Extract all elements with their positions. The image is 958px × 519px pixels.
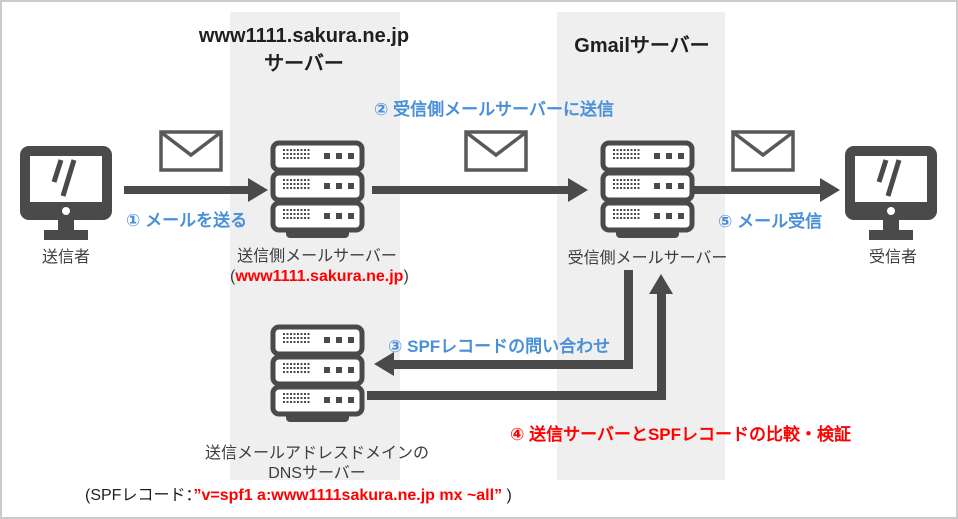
sending-server-label-line2: (www1111.sakura.ne.jp) (230, 268, 409, 285)
step2-label: ② 受信側メールサーバーに送信 (374, 100, 614, 119)
arrow-step4-horizontal (367, 391, 666, 400)
spf-record-note: (SPFレコード：”v=spf1 a:www1111sakura.ne.jp m… (85, 481, 512, 505)
spf-record-prefix: (SPFレコード： (85, 487, 194, 504)
envelope-icon (464, 130, 528, 172)
dns-server-label-line2: DNSサーバー (268, 465, 366, 482)
arrow-step1 (124, 186, 248, 194)
arrow-step3-vertical (624, 270, 633, 369)
sender-label: 送信者 (41, 249, 90, 266)
column-band-gmail-server (557, 12, 725, 480)
column-title-sending-line1: www1111.sakura.ne.jp (198, 25, 410, 47)
step4-label: ④ 送信サーバーとSPFレコードの比較・検証 (510, 425, 852, 444)
dns-server-label: 送信メールアドレスドメインの DNSサーバー (200, 444, 434, 484)
server-icon (270, 140, 365, 240)
arrow-step5-head (820, 178, 840, 202)
arrow-step2-head (568, 178, 588, 202)
receiver-label: 受信者 (868, 249, 917, 266)
arrow-step4-vertical (657, 294, 666, 400)
envelope-icon (159, 130, 223, 172)
sending-server-label: 送信側メールサーバー (www1111.sakura.ne.jp) (230, 247, 409, 287)
step3-label: ③ SPFレコードの問い合わせ (388, 337, 611, 356)
server-icon (600, 140, 695, 240)
column-title-sending-server: www1111.sakura.ne.jp サーバー (194, 22, 414, 78)
receiving-server-label: 受信側メールサーバー (567, 250, 728, 267)
spf-record-value: ”v=spf1 a:www1111sakura.ne.jp mx ~all” (193, 487, 503, 504)
arrow-step5 (692, 186, 820, 194)
sending-server-label-line1: 送信側メールサーバー (237, 248, 397, 265)
monitor-icon (843, 142, 939, 242)
sending-server-domain: www1111.sakura.ne.jp (235, 268, 404, 285)
column-title-gmail-server: Gmailサーバー (574, 35, 710, 57)
arrow-step3-horizontal (394, 360, 633, 369)
monitor-icon (18, 142, 114, 242)
spf-record-suffix: ) (502, 487, 512, 504)
step5-label: ⑤ メール受信 (718, 212, 823, 231)
dns-server-label-line1: 送信メールアドレスドメインの (204, 445, 429, 462)
column-title-sending-line2: サーバー (264, 53, 344, 75)
arrow-step1-head (248, 178, 268, 202)
server-icon (270, 324, 365, 424)
arrow-step3-head (374, 352, 394, 376)
arrow-step4-head (649, 274, 673, 294)
step1-label: ① メールを送る (126, 211, 248, 230)
arrow-step2 (372, 186, 568, 194)
envelope-icon (731, 130, 795, 172)
